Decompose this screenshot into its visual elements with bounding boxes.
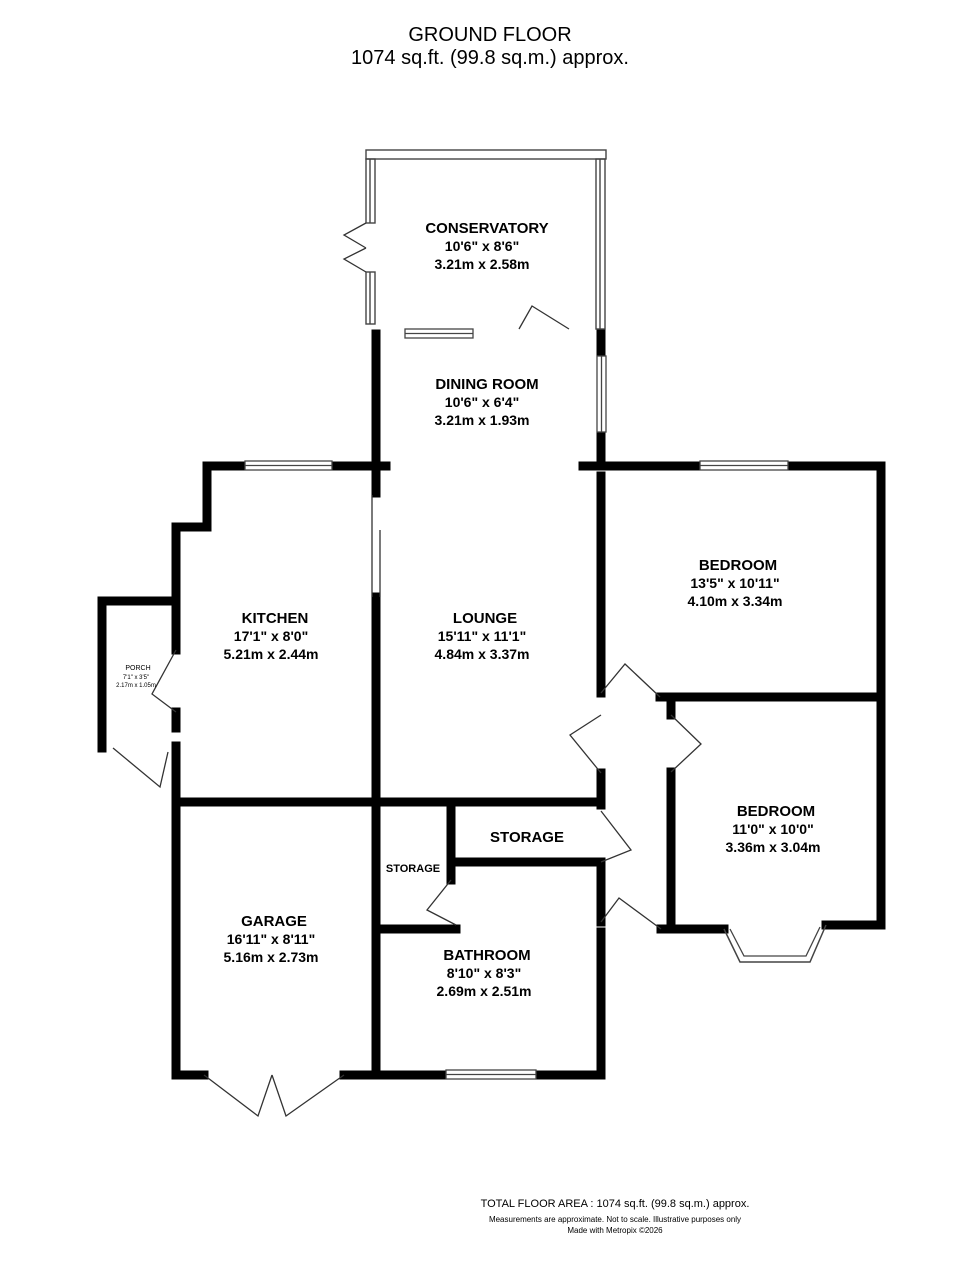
- conservatory-metric: 3.21m x 2.58m: [435, 256, 530, 272]
- bedroom2-name: BEDROOM: [737, 803, 815, 820]
- lounge-name: LOUNGE: [453, 610, 517, 627]
- lounge-imperial: 15'11" x 11'1": [438, 628, 526, 644]
- windows: [244, 328, 827, 1080]
- credit: Made with Metropix ©2026: [567, 1226, 663, 1235]
- conservatory-glazing: [365, 149, 607, 330]
- total-floor-area: TOTAL FLOOR AREA : 1074 sq.ft. (99.8 sq.…: [480, 1198, 750, 1210]
- bathroom-name: BATHROOM: [443, 947, 530, 964]
- bedroom1-metric: 4.10m x 3.34m: [688, 593, 783, 609]
- bedroom1-imperial: 13'5" x 10'11": [690, 575, 779, 591]
- lounge-metric: 4.84m x 3.37m: [435, 646, 530, 662]
- garage-imperial: 16'11" x 8'11": [227, 931, 315, 947]
- kitchen-imperial: 17'1" x 8'0": [234, 628, 308, 644]
- garage-metric: 5.16m x 2.73m: [224, 949, 319, 965]
- bathroom-imperial: 8'10" x 8'3": [447, 965, 521, 981]
- bedroom2-metric: 3.36m x 3.04m: [726, 839, 821, 855]
- porch-imperial: 7'1" x 3'5": [123, 675, 149, 681]
- floor-area: 1074 sq.ft. (99.8 sq.m.) approx.: [351, 47, 629, 69]
- garage-name: GARAGE: [241, 913, 307, 930]
- porch-metric: 2.17m x 1.05m: [116, 683, 156, 689]
- walls: [97, 329, 886, 1080]
- disclaimer: Measurements are approximate. Not to sca…: [488, 1215, 742, 1224]
- porch-name: PORCH: [125, 665, 150, 672]
- dining-room-metric: 3.21m x 1.93m: [435, 412, 530, 428]
- conservatory-name: CONSERVATORY: [425, 220, 548, 237]
- doors: [112, 222, 702, 1118]
- bay-window: [723, 924, 827, 963]
- conservatory-imperial: 10'6" x 8'6": [445, 238, 519, 254]
- kitchen-name: KITCHEN: [242, 610, 309, 627]
- dining-room-name: DINING ROOM: [435, 376, 538, 393]
- bathroom-metric: 2.69m x 2.51m: [437, 983, 532, 999]
- floor-title: GROUND FLOOR: [408, 24, 572, 46]
- room-labels: CONSERVATORY 10'6" x 8'6" 3.21m x 2.58m …: [116, 220, 820, 999]
- bedroom2-imperial: 11'0" x 10'0": [732, 821, 813, 837]
- kitchen-metric: 5.21m x 2.44m: [224, 646, 319, 662]
- dining-room-imperial: 10'6" x 6'4": [445, 394, 519, 410]
- storage-small-name: STORAGE: [386, 863, 440, 875]
- bedroom1-name: BEDROOM: [699, 557, 777, 574]
- storage-large-name: STORAGE: [490, 829, 564, 846]
